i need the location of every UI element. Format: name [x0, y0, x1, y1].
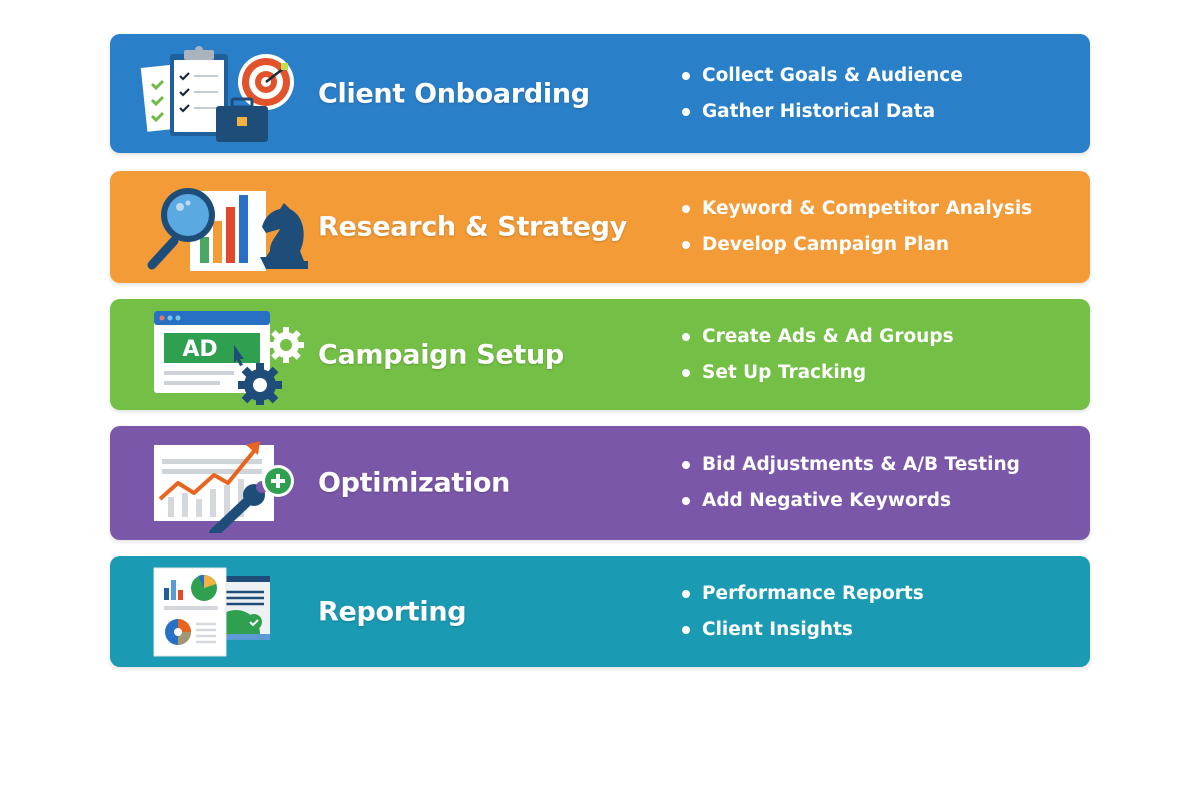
- stage-title: Campaign Setup: [318, 339, 564, 370]
- bullet-item: Add Negative Keywords: [682, 483, 1020, 519]
- bullet-item: Create Ads & Ad Groups: [682, 319, 954, 355]
- bullet-item: Gather Historical Data: [682, 94, 963, 130]
- bullet-text: Client Insights: [702, 618, 853, 640]
- stage-reporting: Reporting Performance Reports Client Ins…: [110, 556, 1090, 667]
- stage-title: Reporting: [318, 596, 467, 627]
- magnifier-chart-chess-knight-icon: [147, 188, 308, 271]
- bullet-dot-icon: [682, 368, 690, 377]
- ad-window-gears-icon: AD: [154, 310, 304, 405]
- bullet-dot-icon: [682, 205, 690, 213]
- bullet-dot-icon: [682, 497, 690, 505]
- trend-chart-wrench-plus-icon: [154, 441, 294, 533]
- stage-optimization: Optimization Bid Adjustments & A/B Testi…: [110, 426, 1090, 540]
- stage-title: Client Onboarding: [318, 78, 590, 109]
- svg-text:AD: AD: [182, 337, 217, 362]
- bullet-text: Gather Historical Data: [702, 100, 936, 122]
- bullet-dot-icon: [682, 332, 690, 341]
- stage-research-strategy: Research & Strategy Keyword & Competitor…: [110, 171, 1090, 283]
- bullet-dot-icon: [682, 625, 690, 634]
- bullet-item: Set Up Tracking: [682, 355, 954, 391]
- bullet-item: Develop Campaign Plan: [682, 227, 1032, 263]
- bullet-dot-icon: [682, 71, 690, 80]
- bullet-text: Develop Campaign Plan: [702, 234, 950, 255]
- report-dashboard-icon: [153, 567, 270, 656]
- stage-bullets: Create Ads & Ad Groups Set Up Tracking: [682, 319, 954, 391]
- bullet-dot-icon: [682, 107, 690, 116]
- stage-title: Research & Strategy: [318, 211, 627, 243]
- stage-bullets: Bid Adjustments & A/B Testing Add Negati…: [682, 447, 1020, 519]
- bullet-text: Bid Adjustments & A/B Testing: [702, 454, 1020, 475]
- bullet-text: Keyword & Competitor Analysis: [702, 198, 1033, 219]
- stage-title: Optimization: [318, 467, 511, 499]
- bullet-text: Add Negative Keywords: [702, 490, 952, 511]
- stage-campaign-setup: AD Campaign Setup Create Ads & Ad Groups…: [110, 299, 1090, 410]
- bullet-dot-icon: [682, 589, 690, 598]
- bullet-item: Bid Adjustments & A/B Testing: [682, 447, 1020, 483]
- bullet-item: Collect Goals & Audience: [682, 58, 963, 94]
- bullet-text: Collect Goals & Audience: [702, 64, 963, 86]
- bullet-dot-icon: [682, 461, 690, 469]
- stage-bullets: Collect Goals & Audience Gather Historic…: [682, 58, 963, 130]
- stage-bullets: Performance Reports Client Insights: [682, 576, 924, 648]
- bullet-item: Performance Reports: [682, 576, 924, 612]
- clipboard-target-briefcase-icon: [140, 45, 294, 142]
- stage-client-onboarding: Client Onboarding Collect Goals & Audien…: [110, 34, 1090, 153]
- bullet-text: Performance Reports: [702, 582, 924, 604]
- bullet-item: Client Insights: [682, 612, 924, 648]
- bullet-text: Create Ads & Ad Groups: [702, 325, 954, 347]
- stage-bullets: Keyword & Competitor Analysis Develop Ca…: [682, 191, 1032, 263]
- bullet-dot-icon: [682, 241, 690, 249]
- bullet-item: Keyword & Competitor Analysis: [682, 191, 1032, 227]
- bullet-text: Set Up Tracking: [702, 361, 867, 383]
